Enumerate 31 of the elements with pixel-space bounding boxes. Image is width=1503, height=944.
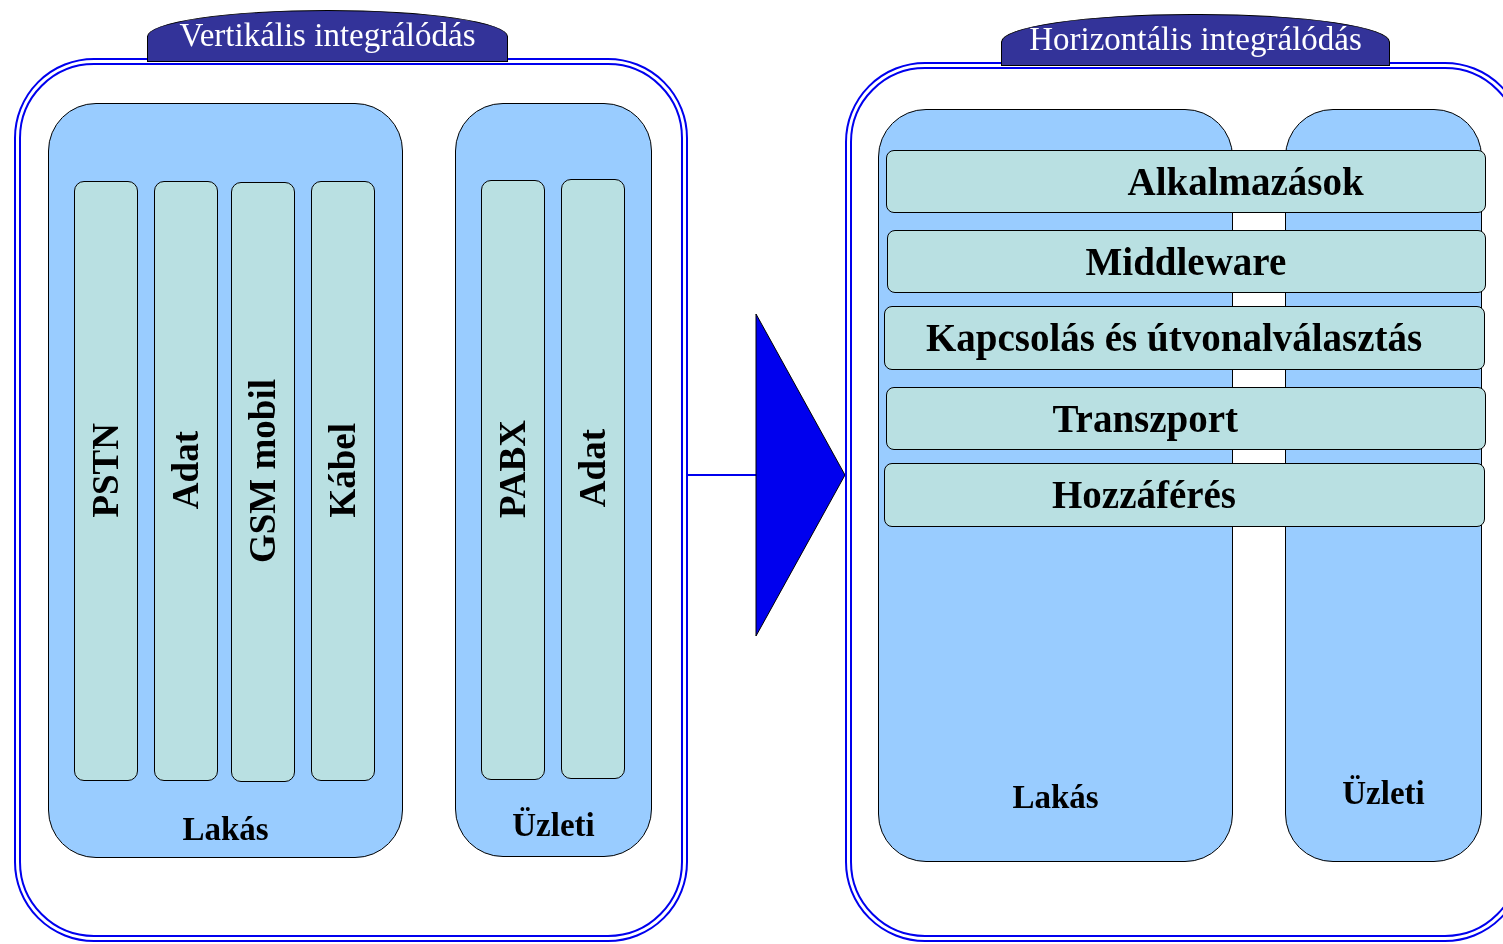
layer-label: Transzport bbox=[1052, 395, 1239, 441]
service-column bbox=[480, 179, 545, 780]
column-label: PABX bbox=[490, 420, 534, 518]
layer-label: Hozzáférés bbox=[1052, 472, 1237, 517]
column-label: Adat bbox=[163, 431, 207, 510]
segment-area bbox=[455, 103, 652, 857]
area-label: Üzleti bbox=[512, 807, 595, 844]
area-label: Üzleti bbox=[1342, 775, 1425, 812]
service-column bbox=[230, 181, 295, 782]
service-column bbox=[153, 180, 218, 781]
layer-bar bbox=[884, 306, 1485, 370]
column-label: PSTN bbox=[83, 422, 127, 518]
column-label: GSM mobil bbox=[240, 379, 284, 563]
service-column bbox=[560, 178, 625, 779]
area-label: Lakás bbox=[1012, 779, 1099, 816]
layer-label: Middleware bbox=[1085, 238, 1287, 284]
panel-title: Vertikális integrálódás bbox=[147, 10, 508, 62]
arrow bbox=[687, 313, 846, 637]
layer-label: Alkalmazások bbox=[1127, 158, 1364, 204]
layer-bar bbox=[886, 150, 1486, 213]
service-column bbox=[310, 180, 375, 781]
column-label: Adat bbox=[570, 429, 614, 508]
panel-title: Horizontális integrálódás bbox=[1001, 14, 1390, 66]
service-column bbox=[73, 180, 138, 781]
segment-area bbox=[48, 103, 403, 858]
column-label: Kábel bbox=[320, 422, 364, 518]
layer-bar bbox=[886, 387, 1486, 450]
layer-bar bbox=[884, 463, 1485, 527]
layer-bar bbox=[887, 230, 1486, 293]
area-label: Lakás bbox=[182, 811, 269, 848]
layer-label: Kapcsolás és útvonalválasztás bbox=[926, 315, 1423, 360]
